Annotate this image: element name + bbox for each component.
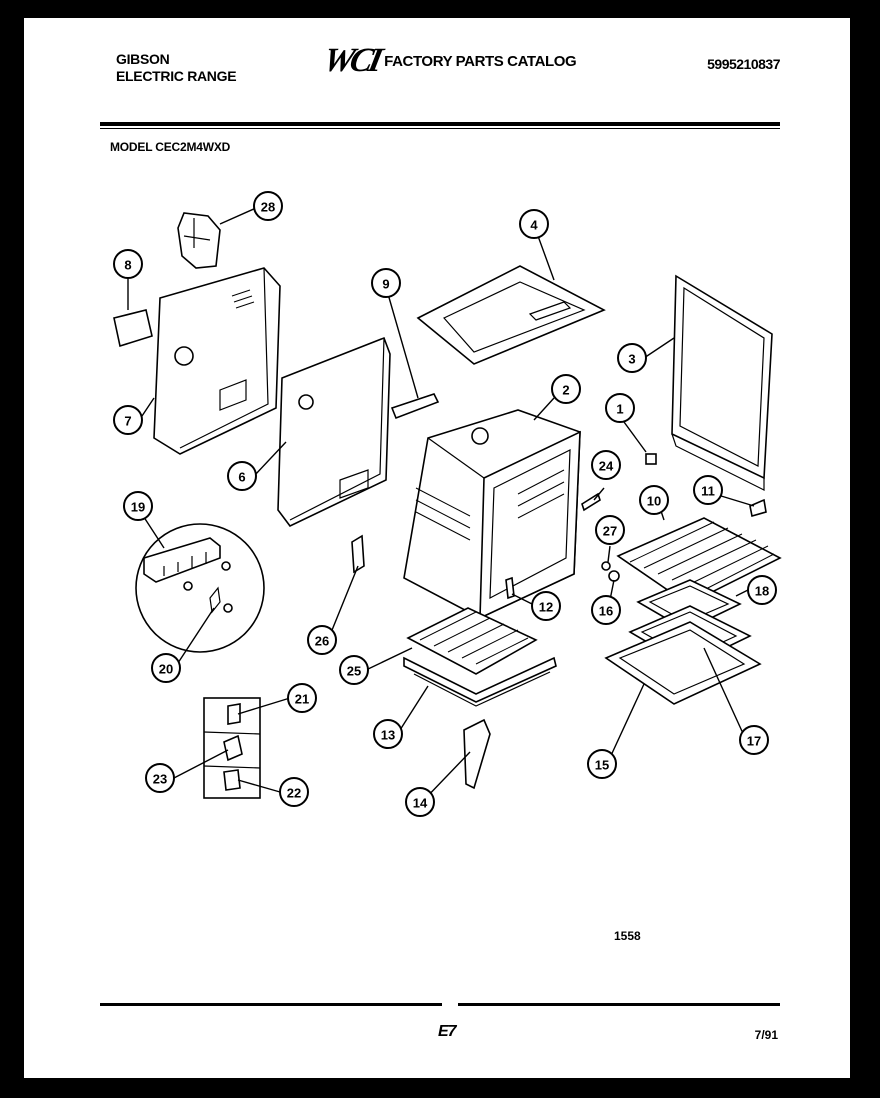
svg-text:4: 4	[530, 218, 538, 233]
callout-26: 26	[307, 625, 337, 655]
callout-21: 21	[287, 683, 317, 713]
part-4-cooktop	[416, 265, 606, 365]
callout-7: 7	[113, 405, 143, 435]
svg-text:17: 17	[747, 734, 761, 749]
product-type: ELECTRIC RANGE	[116, 68, 237, 84]
exploded-parts-diagram: 28 8 7 6 9 4 2 3 1 24 11 10 27 16 18 17 …	[113, 191, 782, 817]
part-6-side-panel	[277, 336, 391, 528]
part-2-oven-body	[403, 409, 581, 620]
svg-text:27: 27	[603, 524, 617, 539]
svg-text:19: 19	[131, 500, 145, 515]
callout-9: 9	[371, 268, 401, 298]
catalog-sheet: GIBSON ELECTRIC RANGE WCI FACTORY PARTS …	[24, 18, 850, 1078]
callout-11: 11	[693, 475, 723, 505]
svg-text:10: 10	[647, 494, 661, 509]
callout-14: 14	[405, 787, 435, 817]
callout-3: 3	[617, 343, 647, 373]
part-10-oven-rack	[616, 517, 782, 605]
callout-15: 15	[587, 749, 617, 779]
svg-text:22: 22	[287, 786, 301, 801]
part-11-clip	[749, 498, 767, 518]
footer-rule-right	[458, 1003, 780, 1006]
callout-18: 18	[747, 575, 777, 605]
svg-text:18: 18	[755, 584, 769, 599]
svg-text:25: 25	[347, 664, 361, 679]
callout-8: 8	[113, 249, 143, 279]
svg-text:1: 1	[616, 402, 623, 417]
callout-28: 28	[253, 191, 283, 221]
callout-1: 1	[605, 393, 635, 423]
svg-text:7: 7	[124, 414, 131, 429]
callout-2: 2	[551, 374, 581, 404]
part-14-leg-bracket	[463, 718, 491, 790]
catalog-title-block: WCI FACTORY PARTS CATALOG	[320, 42, 577, 79]
callout-20: 20	[151, 653, 181, 683]
svg-text:13: 13	[381, 728, 395, 743]
part-12-pin	[505, 576, 515, 600]
footer-rule-left	[100, 1003, 442, 1006]
part-7-back-panel	[153, 267, 281, 455]
svg-text:12: 12	[539, 600, 553, 615]
header-rule-thin	[100, 128, 780, 129]
callout-24: 24	[591, 450, 621, 480]
callout-4: 4	[519, 209, 549, 239]
callout-22: 22	[279, 777, 309, 807]
callout-23: 23	[145, 763, 175, 793]
part-3-door	[671, 274, 773, 491]
part-26-hinge	[351, 534, 365, 574]
svg-text:2: 2	[562, 383, 569, 398]
catalog-title: FACTORY PARTS CATALOG	[384, 52, 577, 70]
svg-text:28: 28	[261, 200, 275, 215]
callout-10: 10	[639, 485, 669, 515]
callout-19: 19	[123, 491, 153, 521]
svg-text:26: 26	[315, 634, 329, 649]
drawing-code: 1558	[614, 929, 641, 943]
page-code: E7	[438, 1023, 457, 1040]
callout-16: 16	[591, 595, 621, 625]
header-rule	[100, 122, 780, 126]
callout-27: 27	[595, 515, 625, 545]
svg-text:20: 20	[159, 662, 173, 677]
part-15-door-frame	[604, 621, 762, 705]
model-label: MODEL CEC2M4WXD	[110, 140, 231, 154]
svg-text:21: 21	[295, 692, 309, 707]
svg-text:14: 14	[413, 796, 428, 811]
part-9-strip	[390, 393, 440, 420]
callout-12: 12	[531, 591, 561, 621]
svg-text:16: 16	[599, 604, 613, 619]
part-21-22-23-hinges	[203, 697, 261, 799]
callout-17: 17	[739, 725, 769, 755]
svg-text:9: 9	[382, 277, 389, 292]
catalog-number: 5995210837	[707, 56, 780, 72]
callout-6: 6	[227, 461, 257, 491]
part-8-plate	[113, 309, 153, 348]
part-28-bracket	[177, 212, 221, 269]
brand-block: GIBSON ELECTRIC RANGE	[116, 51, 237, 85]
part-25-drawer-liner	[406, 607, 538, 675]
revision-date: 7/91	[754, 1028, 778, 1042]
svg-text:3: 3	[628, 352, 635, 367]
part-27-16-hardware	[601, 561, 620, 582]
svg-text:24: 24	[599, 459, 614, 474]
callout-13: 13	[373, 719, 403, 749]
part-13-drawer	[403, 656, 557, 707]
leader-lines	[127, 207, 755, 803]
part-1-knob	[645, 453, 657, 465]
part-19-20-inset	[135, 523, 265, 653]
svg-text:15: 15	[595, 758, 609, 773]
svg-text:23: 23	[153, 772, 167, 787]
callout-25: 25	[339, 655, 369, 685]
brand-name: GIBSON	[116, 51, 170, 67]
svg-text:6: 6	[238, 470, 245, 485]
svg-text:11: 11	[701, 484, 715, 499]
svg-text:8: 8	[124, 258, 131, 273]
